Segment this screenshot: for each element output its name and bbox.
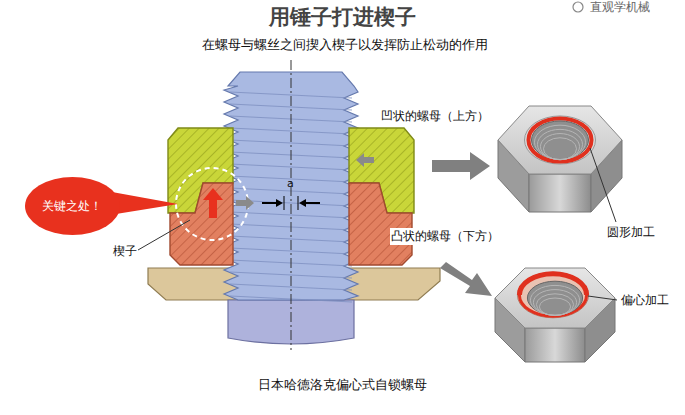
nut-face: [529, 174, 591, 212]
nut-thread: [530, 285, 579, 315]
lower-nut-section: [349, 183, 412, 265]
lower-nut-view: [495, 268, 615, 362]
nut-thread: [534, 125, 585, 159]
wedge-force-arrow: [203, 188, 223, 218]
nut-thread: [537, 129, 582, 159]
nut-thread: [540, 134, 579, 160]
callout-text: 关键之处！: [24, 199, 121, 214]
nut-top: [495, 268, 615, 328]
boss: [517, 272, 588, 318]
part-label: 偏心加工: [620, 292, 670, 309]
gap-arrow: [262, 202, 276, 204]
callout-pointer: [112, 192, 178, 214]
leader-line: [590, 148, 616, 222]
callout-shape: [25, 177, 120, 235]
machined-ring: [528, 118, 591, 161]
nut-thread: [539, 298, 570, 316]
nut-thread: [533, 290, 576, 316]
gap-mark: [298, 196, 299, 210]
subtitle: 在螺母与螺丝之间揳入楔子以发挥防止松动的作用: [2, 36, 685, 54]
push-arrow: [236, 196, 254, 210]
part-label: 凸状的螺母（下方）: [390, 228, 500, 245]
leader-line: [138, 220, 190, 250]
machined-ring: [519, 274, 586, 317]
part-label: 楔子: [112, 243, 138, 260]
push-arrow: [356, 153, 374, 167]
callout-bubble: 关键之处！: [24, 176, 121, 236]
nut-face: [525, 328, 585, 362]
title: 用锤子打进楔子: [0, 3, 685, 31]
part-label: 凹状的螺母（上方）: [380, 108, 490, 125]
watermark-icon: [573, 2, 583, 12]
view-arrow: [432, 152, 490, 180]
part-label: 圆形加工: [606, 224, 656, 241]
nut-hole: [527, 281, 582, 315]
leader-line: [588, 296, 617, 300]
gap-mark: [284, 196, 285, 210]
gap-arrow-head: [276, 199, 283, 207]
gap-arrow: [306, 202, 320, 204]
nut-top: [498, 106, 622, 174]
watermark: 直观学机械: [590, 0, 650, 16]
upper-nut-view: [498, 106, 622, 212]
dimension-label: a: [287, 177, 294, 190]
callout-text-box: 关键之处！: [24, 199, 121, 214]
nut-hole: [531, 121, 588, 159]
chamfer: [524, 116, 595, 164]
gap-arrow-head: [299, 199, 306, 207]
caption: 日本哈德洛克偏心式自锁螺母: [0, 376, 685, 394]
center-line: [291, 60, 292, 350]
view-arrow: [440, 262, 492, 296]
nut-thread: [543, 138, 576, 160]
nut-thread: [536, 294, 573, 316]
lower-nut-section: [170, 183, 233, 265]
